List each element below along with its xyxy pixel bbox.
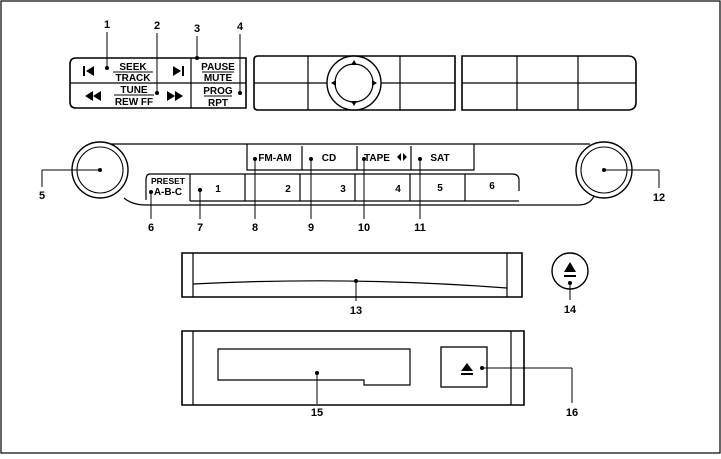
preset-4-label: 4 — [395, 184, 401, 195]
preset-label: PRESET — [151, 176, 186, 186]
seek-prev-icon[interactable] — [83, 66, 94, 76]
blank-button-block — [461, 55, 637, 111]
cd-slot — [181, 252, 523, 298]
callout-14: 14 — [564, 304, 577, 316]
callout-3: 3 — [194, 23, 200, 35]
seek-next-icon[interactable] — [173, 66, 184, 76]
preset-3-label: 3 — [340, 184, 346, 195]
seek-label: SEEK — [119, 62, 147, 73]
preset-5-label: 5 — [437, 183, 443, 194]
callout-6: 6 — [148, 222, 154, 234]
callout-4: 4 — [237, 21, 244, 33]
cd-eject-button[interactable] — [551, 252, 589, 290]
callout-9: 9 — [308, 222, 314, 234]
callout-8: 8 — [252, 222, 258, 234]
fm-am-label: FM-AM — [258, 153, 291, 164]
four-way-arrow-icon[interactable] — [331, 60, 377, 106]
eject-icon — [461, 363, 473, 375]
preset-1-label: 1 — [215, 184, 221, 195]
mute-label: MUTE — [204, 73, 233, 84]
pause-label: PAUSE — [201, 62, 235, 73]
tape-label: TAPE — [364, 153, 390, 164]
callout-15: 15 — [311, 407, 323, 419]
navigation-control-block — [253, 55, 456, 111]
prog-label: PROG — [203, 86, 233, 97]
callout-12: 12 — [653, 192, 665, 204]
callout-11: 11 — [414, 222, 426, 234]
callout-10: 10 — [358, 222, 370, 234]
tune-label: TUNE — [120, 85, 148, 96]
track-label: TRACK — [116, 73, 152, 84]
eject-icon — [564, 262, 576, 277]
tape-eject-button[interactable] — [440, 346, 488, 388]
preset-6-label: 6 — [489, 181, 495, 192]
rewind-icon[interactable] — [85, 91, 101, 101]
leader-lines — [41, 32, 660, 404]
preset-2-label: 2 — [285, 184, 291, 195]
fast-forward-icon[interactable] — [167, 91, 183, 101]
rpt-label: RPT — [208, 98, 228, 109]
cd-label: CD — [322, 153, 336, 164]
top-left-control-block: SEEK TRACK TUNE REW FF PAUSE MUTE PROG R… — [69, 57, 247, 109]
callout-5: 5 — [39, 190, 45, 202]
callout-numbers: 1 2 3 4 5 6 7 8 9 10 11 12 13 14 15 16 — [39, 19, 665, 419]
sat-label: SAT — [430, 153, 449, 164]
callout-2: 2 — [154, 20, 160, 32]
rew-ff-label: REW FF — [115, 97, 153, 108]
preset-abc-label: A-B-C — [154, 187, 182, 198]
tape-deck — [181, 330, 525, 406]
callout-16: 16 — [566, 407, 578, 419]
callout-7: 7 — [197, 222, 203, 234]
tape-direction-icon — [397, 153, 407, 161]
callout-13: 13 — [350, 305, 362, 317]
callout-1: 1 — [104, 19, 110, 31]
